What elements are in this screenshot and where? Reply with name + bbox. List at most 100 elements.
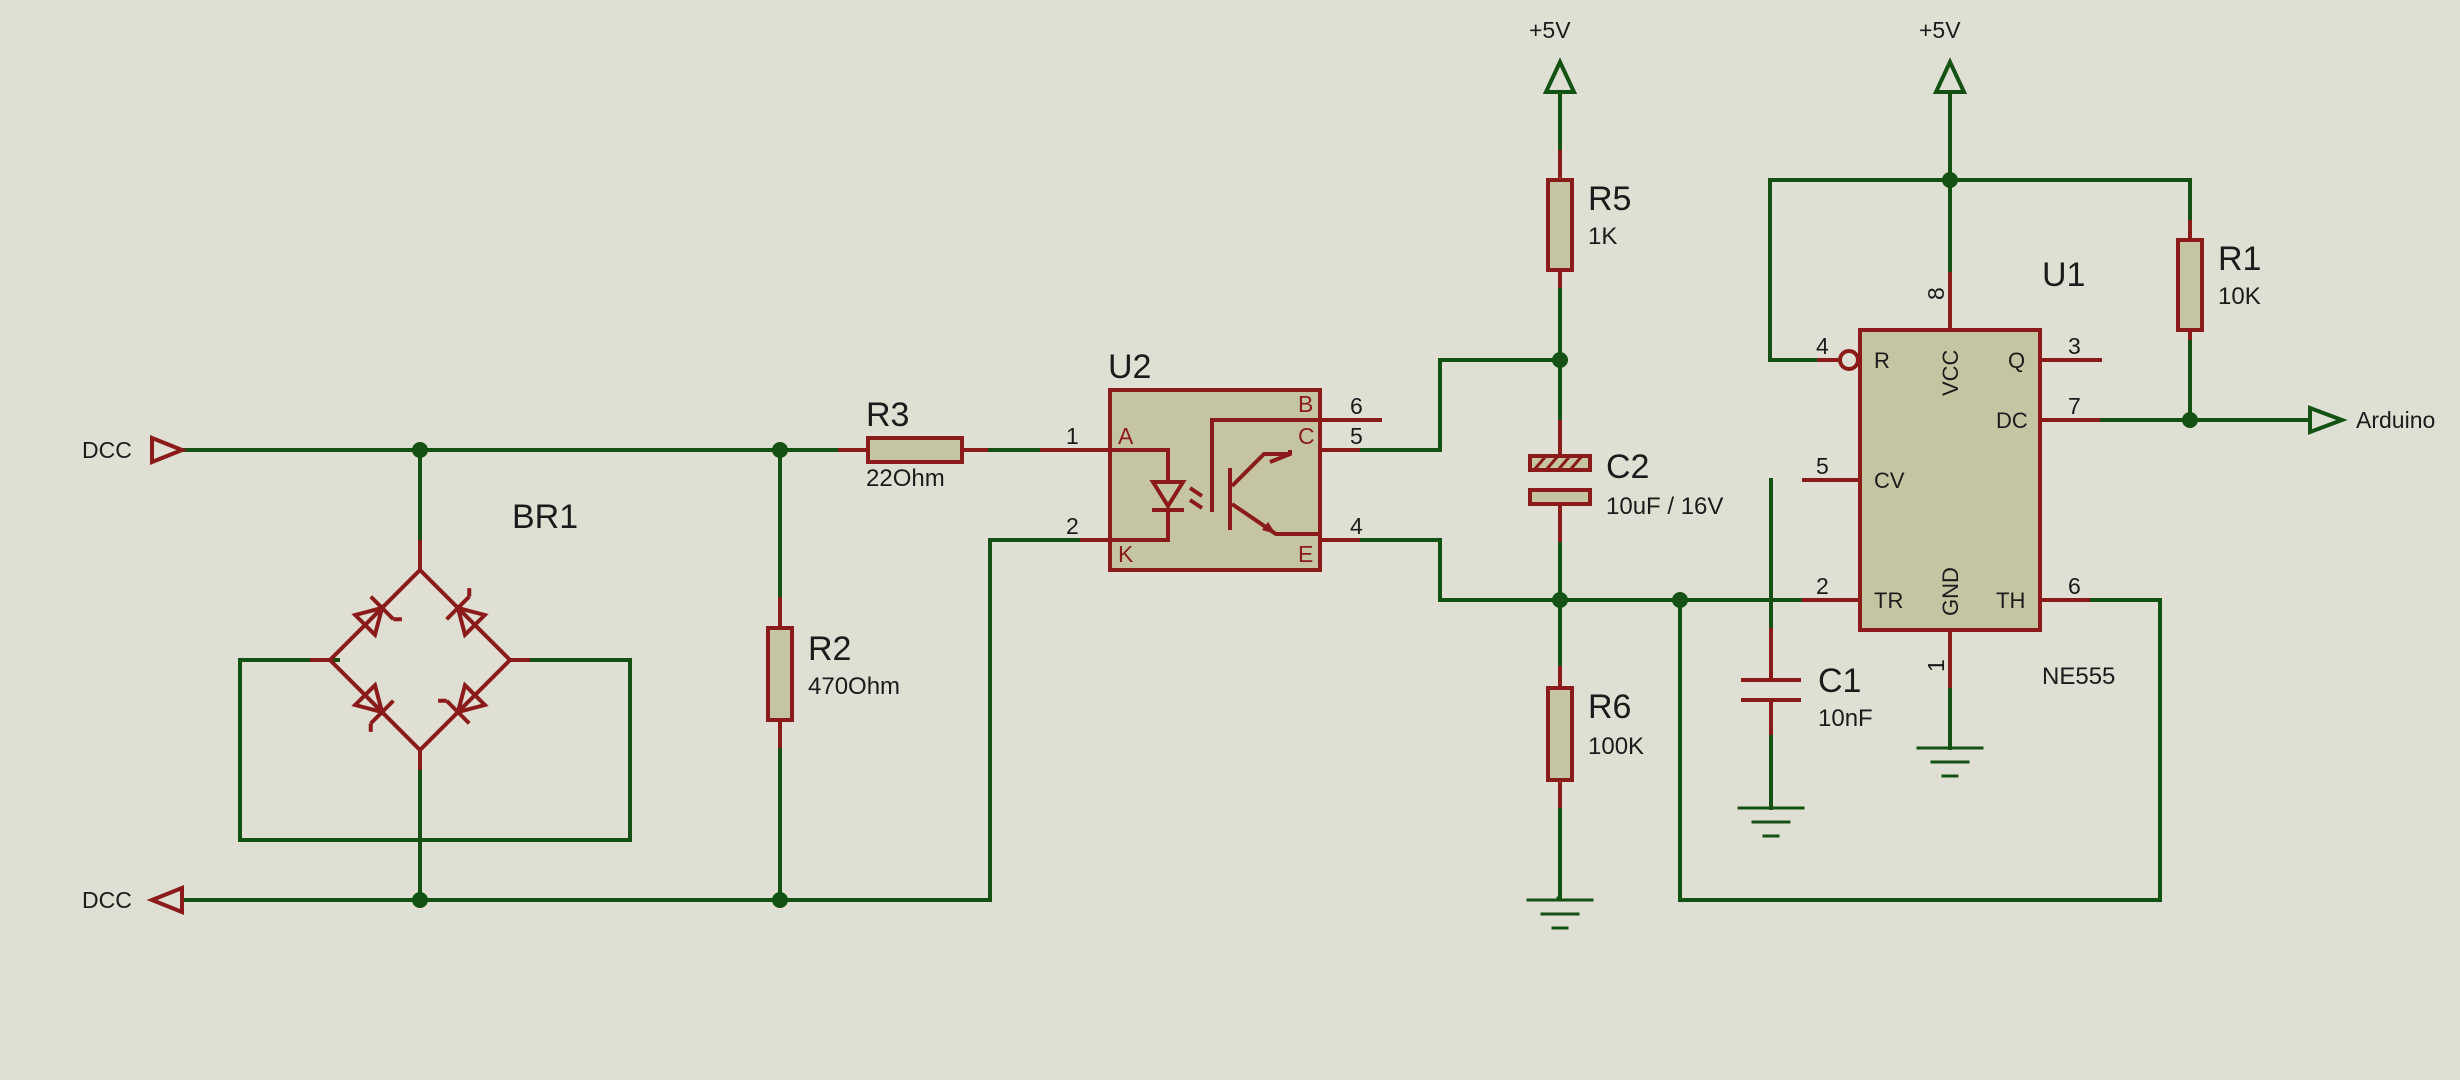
r1-ref-label: R1: [2218, 240, 2261, 278]
junction-dot: [1672, 592, 1688, 608]
u2-pin-label: E: [1298, 541, 1313, 567]
c1-value-label: 10nF: [1818, 705, 1873, 732]
u1-pin-label: Q: [2008, 348, 2025, 373]
terminal-arduino: Arduino: [2308, 405, 2435, 435]
terminal-vcc-left: +5V: [1529, 17, 1578, 94]
u2-body: [1108, 388, 1322, 572]
resistor-body-icon: [766, 626, 794, 722]
u1-pin-number: 2: [1816, 573, 1829, 599]
wire-u2-pin4: [1358, 538, 1802, 602]
u2-pin-number: 4: [1350, 513, 1363, 539]
capacitor-plate-negative-icon: [1528, 488, 1592, 506]
r1-value-label: 10K: [2218, 283, 2261, 310]
junction-dot: [1552, 592, 1568, 608]
ground-icon: [1737, 806, 1805, 838]
junction-dot: [412, 442, 428, 458]
c2-ref-label: C2: [1606, 448, 1649, 486]
junction-dot: [772, 892, 788, 908]
u1-part-label: NE555: [2042, 663, 2115, 690]
r6-value-label: 100K: [1588, 733, 1644, 760]
u1-pin-number: 5: [1816, 453, 1829, 479]
terminal-dcc-bottom: DCC: [82, 885, 184, 915]
wire-u2-pin5: [1358, 358, 1562, 452]
junction-dot: [1942, 172, 1958, 188]
capacitor-plates-icon: [1741, 678, 1801, 702]
inverted-input-icon: [1838, 349, 1860, 371]
wire-vcc-right: [1768, 90, 2192, 362]
c2-capacitor: C2 10uF / 16V: [1528, 420, 1723, 542]
u1-pin-label: TR: [1874, 588, 1903, 613]
br1-outline: [327, 567, 513, 753]
u2-ref-label: U2: [1108, 348, 1151, 386]
net-label-dcc-top: DCC: [82, 437, 132, 463]
u2-pin-number: 1: [1066, 423, 1079, 449]
u2-pin-number: 5: [1350, 423, 1363, 449]
u1-pin-number: 7: [2068, 393, 2081, 419]
u2-pin-label: K: [1118, 541, 1134, 567]
junction-dot: [772, 442, 788, 458]
u1-ne555-timer: U1 NE555 4 5 2 3 7 6 8 1 R CV TR Q DC TH…: [1802, 256, 2115, 690]
phototransistor-icon: [1228, 468, 1276, 534]
u1-pin-number: 1: [1923, 659, 1949, 672]
junctions: [412, 172, 2198, 908]
ground-icon: [1916, 746, 1984, 778]
u2-internal-wiring: [1110, 418, 1320, 542]
r6-resistor: R6 100K: [1546, 666, 1644, 808]
junction-dot: [412, 892, 428, 908]
diode-icon: [438, 681, 489, 725]
c2-value-label: 10uF / 16V: [1606, 493, 1723, 520]
input-port-icon: [150, 435, 188, 465]
r5-resistor: R5 1K: [1546, 150, 1631, 288]
u2-pin-label: B: [1298, 391, 1313, 417]
r2-resistor: R2 470Ohm: [766, 597, 900, 748]
wire-br1-ac-loop: [238, 658, 632, 842]
terminal-dcc-top: DCC: [82, 435, 188, 465]
u2-pin-leads: [1040, 418, 1382, 542]
wire-dcc-bottom: [183, 538, 1082, 902]
br1-ref-label: BR1: [512, 498, 578, 536]
r6-ref-label: R6: [1588, 688, 1631, 726]
wire-555-th-loop: [1678, 598, 2162, 902]
r2-ref-label: R2: [808, 630, 851, 668]
u1-pin-label: R: [1874, 348, 1890, 373]
u1-pin-label: VCC: [1938, 349, 1963, 396]
r1-resistor: R1 10K: [2176, 220, 2261, 340]
junction-dot: [1552, 352, 1568, 368]
r5-ref-label: R5: [1588, 180, 1631, 218]
diode-icon: [351, 595, 402, 639]
net-label-vcc-right: +5V: [1919, 17, 1961, 43]
net-label-vcc-left: +5V: [1529, 17, 1571, 43]
r3-value-label: 22Ohm: [866, 465, 945, 492]
capacitor-plate-positive-icon: [1528, 454, 1592, 472]
diode-icon: [445, 588, 489, 639]
u2-pin-label: C: [1298, 423, 1315, 449]
u1-pin-label: GND: [1938, 567, 1963, 616]
u2-optocoupler: U2 1 2 6 5 4 A K B C E: [988, 348, 1382, 572]
u2-pin-number: 2: [1066, 513, 1079, 539]
net-label-dcc-bottom: DCC: [82, 887, 132, 913]
resistor-body-icon: [2176, 238, 2204, 332]
resistor-body-icon: [866, 436, 964, 464]
u2-pin-number: 6: [1350, 393, 1363, 419]
power-arrow-icon: [1542, 57, 1578, 94]
u1-pin-number: 8: [1923, 287, 1949, 300]
r3-ref-label: R3: [866, 396, 909, 434]
output-port-icon: [2308, 405, 2348, 435]
u1-pin-label: CV: [1874, 468, 1905, 493]
terminal-vcc-right: +5V: [1919, 17, 1968, 94]
u1-pin-leads: [1802, 272, 2102, 688]
u1-ref-label: U1: [2042, 256, 2085, 294]
junction-dot: [2182, 412, 2198, 428]
u1-pin-number: 6: [2068, 573, 2081, 599]
br1-bridge-rectifier: BR1: [310, 498, 578, 770]
r2-value-label: 470Ohm: [808, 673, 900, 700]
wire-r1-dc: [2098, 328, 2312, 422]
net-label-arduino: Arduino: [2356, 407, 2435, 433]
u1-pin-number: 4: [1816, 333, 1829, 359]
c1-ref-label: C1: [1818, 662, 1861, 700]
ground-icon: [1526, 896, 1594, 930]
u1-pin-number: 3: [2068, 333, 2081, 359]
led-icon: [1149, 480, 1204, 512]
resistor-body-icon: [1546, 178, 1574, 272]
u1-pin-label: DC: [1996, 408, 2028, 433]
